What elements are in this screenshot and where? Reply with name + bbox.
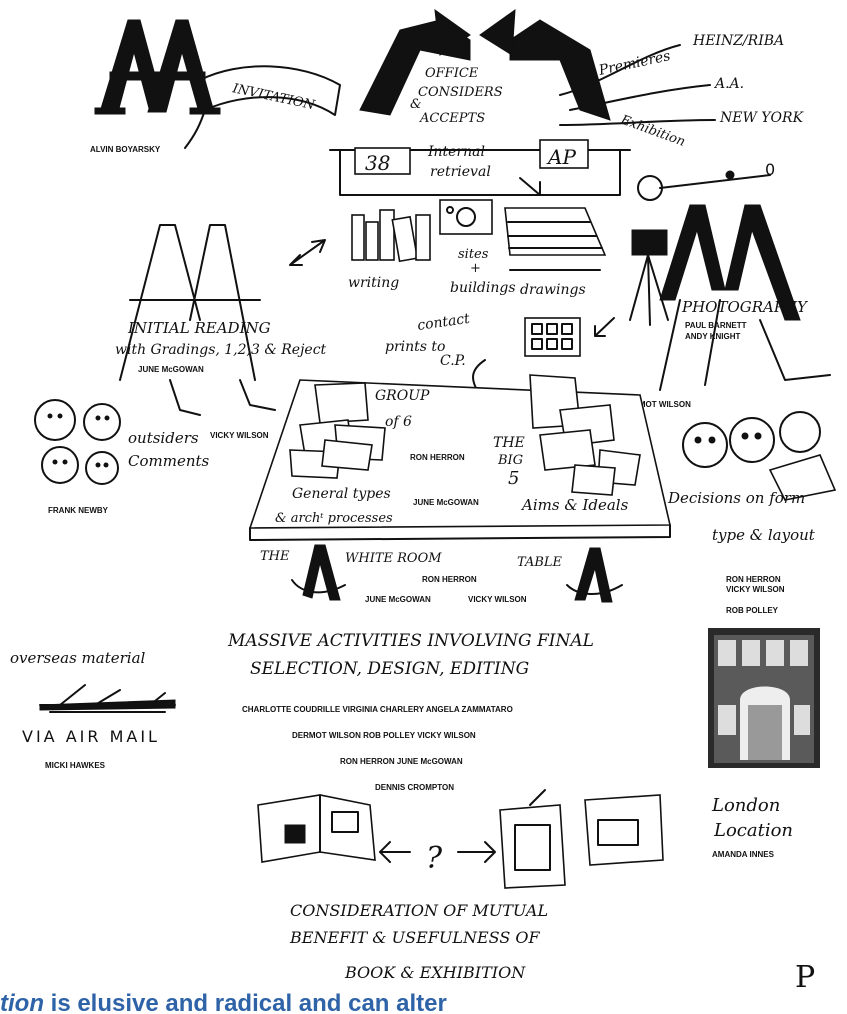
label-outsiders: outsiders bbox=[128, 429, 199, 447]
label-consideration-3: BOOK & EXHIBITION bbox=[344, 963, 526, 982]
label-photography: PHOTOGRAPHY bbox=[681, 298, 809, 316]
credits-line-1: CHARLOTTE COUDRILLE VIRGINIA CHARLERY AN… bbox=[242, 705, 513, 714]
label-consideration-2: BENEFIT & USEFULNESS OF bbox=[289, 928, 540, 947]
arrow-ap-to-drawings bbox=[520, 178, 540, 195]
arrow-contact-sheet bbox=[595, 318, 614, 336]
label-considers: CONSIDERS bbox=[418, 85, 503, 100]
label-arch-processes: & archᵗ processes bbox=[275, 511, 393, 526]
name-paul: PAUL BARNETT bbox=[685, 321, 747, 330]
label-buildings: buildings bbox=[450, 280, 516, 296]
name-june-top: JUNE McGOWAN bbox=[138, 365, 204, 374]
name-june-white: JUNE McGOWAN bbox=[365, 595, 431, 604]
label-the-big5-big: BIG bbox=[497, 453, 523, 468]
label-ampersand: & bbox=[410, 97, 422, 112]
name-amanda: AMANDA INNES bbox=[712, 850, 775, 859]
airplane-icon bbox=[40, 685, 175, 712]
label-white-room: WHITE ROOM bbox=[345, 551, 442, 566]
books-writing bbox=[352, 210, 430, 261]
credits-line-4: DENNIS CROMPTON bbox=[375, 783, 454, 792]
open-book-icon bbox=[258, 795, 375, 862]
label-comments: Comments bbox=[128, 452, 210, 470]
label-aa: A.A. bbox=[713, 76, 744, 92]
outsider-faces bbox=[35, 400, 120, 484]
contact-sheet bbox=[525, 318, 580, 356]
name-andy: ANDY KNIGHT bbox=[685, 332, 741, 341]
label-of6: of 6 bbox=[385, 414, 412, 430]
name-ron-right: RON HERRON bbox=[726, 575, 781, 584]
credits-line-2: DERMOT WILSON ROB POLLEY VICKY WILSON bbox=[292, 731, 476, 740]
label-initial-reading: INITIAL READING bbox=[127, 319, 271, 337]
name-rob-right: ROB POLLEY bbox=[726, 606, 779, 615]
decision-faces bbox=[683, 412, 835, 500]
caption-rest: is elusive and radical and can alter bbox=[44, 990, 447, 1014]
label-sites: sites bbox=[458, 247, 489, 262]
label-writing: writing bbox=[348, 275, 399, 291]
label-accepts: ACCEPTS bbox=[419, 111, 485, 126]
name-vicky-white: VICKY WILSON bbox=[468, 595, 527, 604]
bottom-caption: tion is elusive and radical and can alte… bbox=[0, 990, 447, 1014]
label-internal: Internal bbox=[427, 144, 485, 160]
label-london: London bbox=[711, 795, 780, 816]
label-the-big5-5: 5 bbox=[508, 468, 519, 489]
name-vicky-right: VICKY WILSON bbox=[726, 585, 785, 594]
label-drawings: drawings bbox=[520, 282, 586, 298]
label-zero: 0 bbox=[765, 160, 775, 179]
label-location: Location bbox=[713, 820, 793, 841]
page-letter: P bbox=[795, 960, 815, 995]
credits-line-3: RON HERRON JUNE McGOWAN bbox=[340, 757, 463, 766]
name-alvin: ALVIN BOYARSKY bbox=[90, 145, 161, 154]
name-micki: MICKI HAWKES bbox=[45, 761, 106, 770]
label-prints-to: prints to bbox=[385, 339, 445, 355]
label-plus: + bbox=[470, 261, 481, 276]
label-the: THE bbox=[260, 549, 290, 564]
white-room-arches bbox=[292, 545, 622, 602]
aa-logo-top-left bbox=[95, 20, 220, 114]
label-contact: contact bbox=[416, 311, 471, 334]
name-frank: FRANK NEWBY bbox=[48, 506, 109, 515]
label-office: OFFICE bbox=[425, 66, 479, 81]
label-cp: C.P. bbox=[440, 353, 466, 369]
label-ap: AP bbox=[546, 145, 576, 169]
label-decisions: Decisions on form bbox=[667, 489, 805, 507]
name-ron-mid: RON HERRON bbox=[410, 453, 465, 462]
label-overseas: overseas material bbox=[10, 649, 146, 667]
name-ron-white: RON HERRON bbox=[422, 575, 477, 584]
arrow-right bbox=[458, 842, 495, 862]
label-group: GROUP bbox=[375, 388, 430, 404]
label-retrieval: retrieval bbox=[430, 164, 491, 180]
label-gradings: with Gradings, 1,2,3 & Reject bbox=[115, 342, 327, 358]
label-38: 38 bbox=[365, 151, 390, 175]
arrow-left bbox=[380, 842, 410, 862]
label-newyork: NEW YORK bbox=[719, 110, 805, 126]
drawings-stack bbox=[505, 208, 605, 270]
label-table: TABLE bbox=[517, 555, 563, 570]
exhibition-frame-icon bbox=[500, 790, 565, 888]
london-building-photo bbox=[708, 628, 820, 768]
label-aims: Aims & Ideals bbox=[520, 496, 629, 514]
label-consideration-1: CONSIDERATION OF MUTUAL bbox=[290, 901, 548, 920]
name-vicky-left: VICKY WILSON bbox=[210, 431, 269, 440]
label-exhibition: Exhibition bbox=[618, 112, 687, 149]
invitation-tail bbox=[185, 110, 205, 148]
label-premieres: Premieres bbox=[597, 48, 672, 79]
label-question: ? bbox=[426, 841, 443, 876]
name-june-mid: JUNE McGOWAN bbox=[413, 498, 479, 507]
label-massive-2: SELECTION, DESIGN, EDITING bbox=[250, 659, 529, 679]
label-the-big5-the: THE bbox=[493, 435, 525, 451]
arrow-reading bbox=[290, 240, 325, 265]
label-invitation: INVITATION bbox=[230, 81, 316, 113]
scroll-poster-icon bbox=[585, 795, 663, 865]
label-general-types: General types bbox=[292, 486, 391, 502]
label-type-layout: type & layout bbox=[712, 526, 816, 544]
camera-icon bbox=[440, 200, 492, 234]
caption-italic: tion bbox=[0, 990, 44, 1014]
label-heinz: HEINZ/RIBA bbox=[692, 33, 784, 49]
label-via-air-mail: VIA AIR MAIL bbox=[22, 727, 160, 746]
label-massive-1: MASSIVE ACTIVITIES INVOLVING FINAL bbox=[227, 631, 594, 651]
